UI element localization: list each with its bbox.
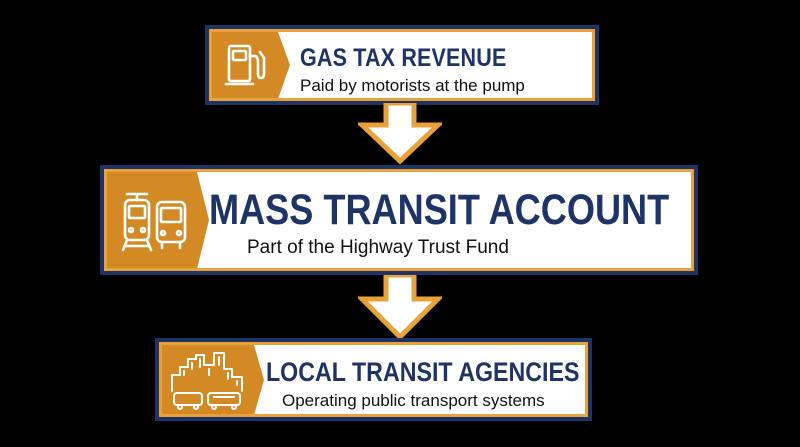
gas-tax-revenue-border: GAS TAX REVENUE Paid by motorists at the… [209,29,595,101]
local-transit-agencies-title: LOCAL TRANSIT AGENCIES [266,357,580,387]
gas-pump-icon [224,32,290,98]
gas-tax-icon-panel [212,32,290,98]
mass-transit-icon-panel [107,172,209,268]
local-transit-agencies-subtitle: Operating public transport systems [282,391,545,410]
local-transit-agencies-face: LOCAL TRANSIT AGENCIES Operating public … [162,345,585,414]
mass-transit-account-node: MASS TRANSIT ACCOUNT Part of the Highway… [100,165,698,275]
flow-arrow-2 [358,275,442,341]
gas-tax-revenue-title: GAS TAX REVENUE [300,44,507,72]
mass-transit-account-subtitle: Part of the Highway Trust Fund [247,237,509,258]
flow-arrow-1 [358,103,442,165]
city-transit-icon [171,345,264,414]
mass-transit-account-face: MASS TRANSIT ACCOUNT Part of the Highway… [107,172,691,268]
gas-tax-revenue-face: GAS TAX REVENUE Paid by motorists at the… [212,32,592,98]
mass-transit-account-border: MASS TRANSIT ACCOUNT Part of the Highway… [104,169,694,271]
mass-transit-account-title: MASS TRANSIT ACCOUNT [209,186,670,234]
gas-tax-revenue-node: GAS TAX REVENUE Paid by motorists at the… [205,25,599,105]
local-transit-agencies-node: LOCAL TRANSIT AGENCIES Operating public … [155,338,592,421]
gas-tax-revenue-subtitle: Paid by motorists at the pump [300,76,525,95]
train-bus-icon [121,172,209,268]
local-transit-agencies-border: LOCAL TRANSIT AGENCIES Operating public … [159,342,588,417]
local-transit-icon-panel [162,345,264,414]
